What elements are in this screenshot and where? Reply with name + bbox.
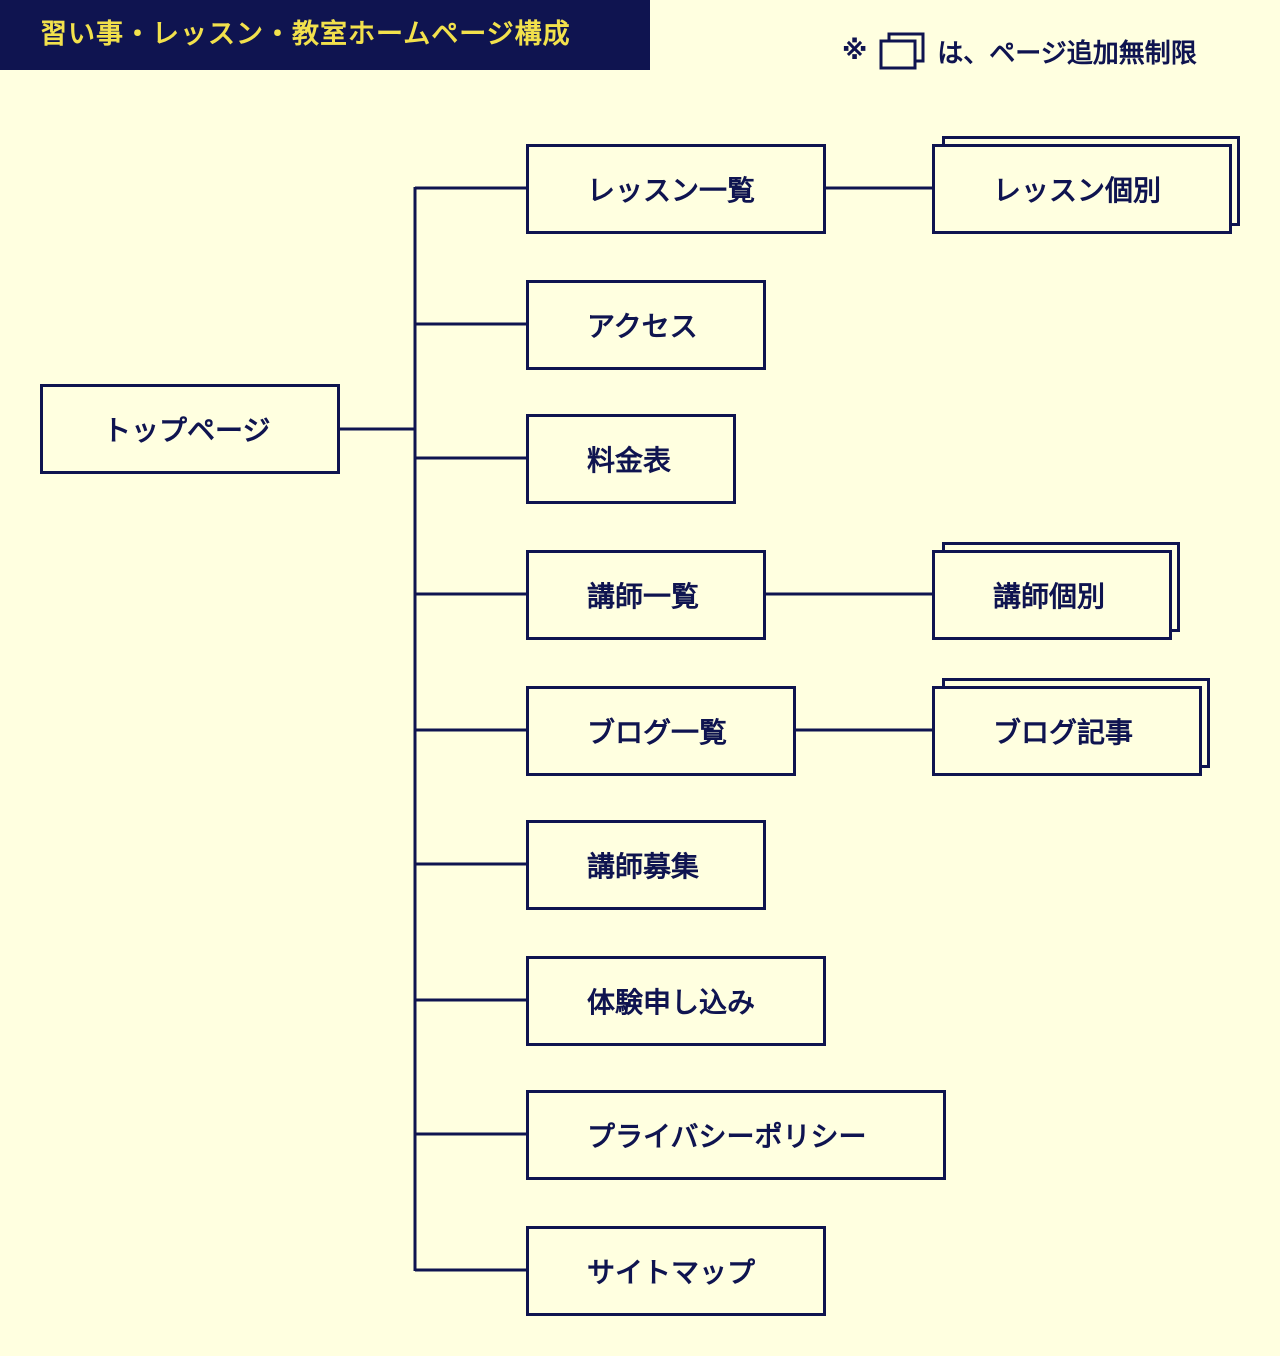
page-title: 習い事・レッスン・教室ホームページ構成 [0,0,650,70]
node-lesson-detail: レッスン個別 [932,144,1232,234]
node-blog-post: ブログ記事 [932,686,1202,776]
node-lesson-list: レッスン一覧 [526,144,826,234]
node-privacy-policy: プライバシーポリシー [526,1090,946,1180]
node-instructor-recruitment: 講師募集 [526,820,766,910]
note-text: は、ページ追加無制限 [937,38,1197,69]
legend-note: ※ は、ページ追加無制限 [842,28,1197,74]
note-mark: ※ [842,36,868,66]
node-sitemap: サイトマップ [526,1226,826,1316]
node-trial-application: 体験申し込み [526,956,826,1046]
node-instructor-list: 講師一覧 [526,550,766,640]
node-top-page: トップページ [40,384,340,474]
node-access: アクセス [526,280,766,370]
node-blog-list: ブログ一覧 [526,686,796,776]
node-instructor-detail: 講師個別 [932,550,1172,640]
node-price-list: 料金表 [526,414,736,504]
stacked-pages-icon [879,32,925,70]
